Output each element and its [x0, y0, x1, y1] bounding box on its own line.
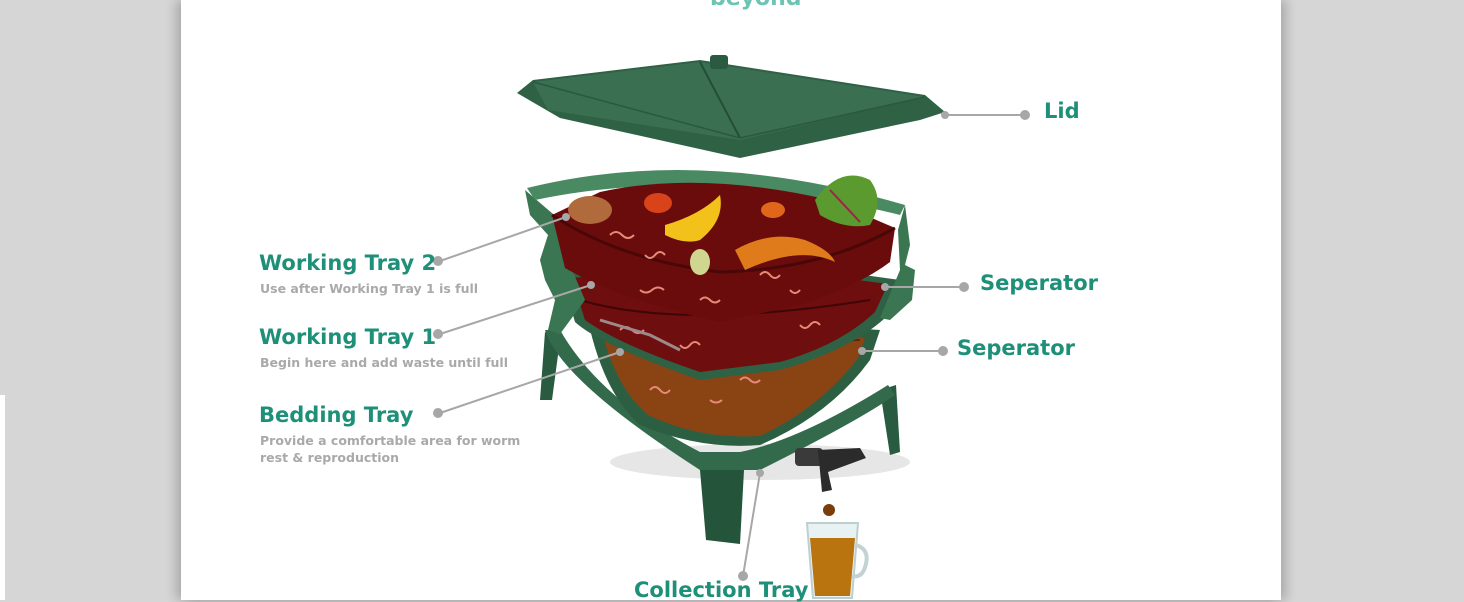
cropped-heading: beyond — [710, 0, 802, 11]
worms-icon — [609, 231, 821, 404]
tap-icon — [795, 448, 866, 516]
bedding-tray-label: Bedding Tray — [259, 403, 414, 427]
apple-core-icon — [690, 249, 710, 275]
potato-icon — [568, 196, 612, 224]
separator-upper-label: Seperator — [980, 271, 1098, 295]
callout-dots — [433, 110, 1030, 581]
drip-icon — [823, 504, 835, 516]
working-tray-2-layer — [551, 175, 896, 404]
lid-label: Lid — [1044, 99, 1080, 123]
working-tray-2-label: Working Tray 2 — [259, 251, 437, 275]
banana-peel-icon — [665, 195, 721, 242]
bedding-tray-description-line2: rest & reproduction — [260, 450, 400, 465]
bin-stand — [540, 330, 900, 544]
fish-bone-icon — [599, 318, 681, 352]
lid-illustration — [517, 55, 945, 158]
working-tray-1-description: Begin here and add waste until full — [260, 355, 509, 370]
collection-mug-icon — [805, 522, 869, 599]
separator-lower-label: Seperator — [957, 336, 1075, 360]
callout-lines — [439, 114, 1025, 577]
bedding-tray-description-line1: Provide a comfortable area for worm — [260, 433, 521, 448]
carrot-icon — [735, 236, 835, 270]
background-strip — [0, 395, 5, 600]
orange-peel-icon — [761, 202, 785, 218]
working-tray-1-label: Working Tray 1 — [259, 325, 437, 349]
collection-tray-label: Collection Tray — [634, 578, 809, 602]
tomato-icon — [644, 193, 672, 213]
beet-leaf-icon — [815, 175, 878, 227]
working-tray-2-description: Use after Working Tray 1 is full — [260, 281, 479, 296]
